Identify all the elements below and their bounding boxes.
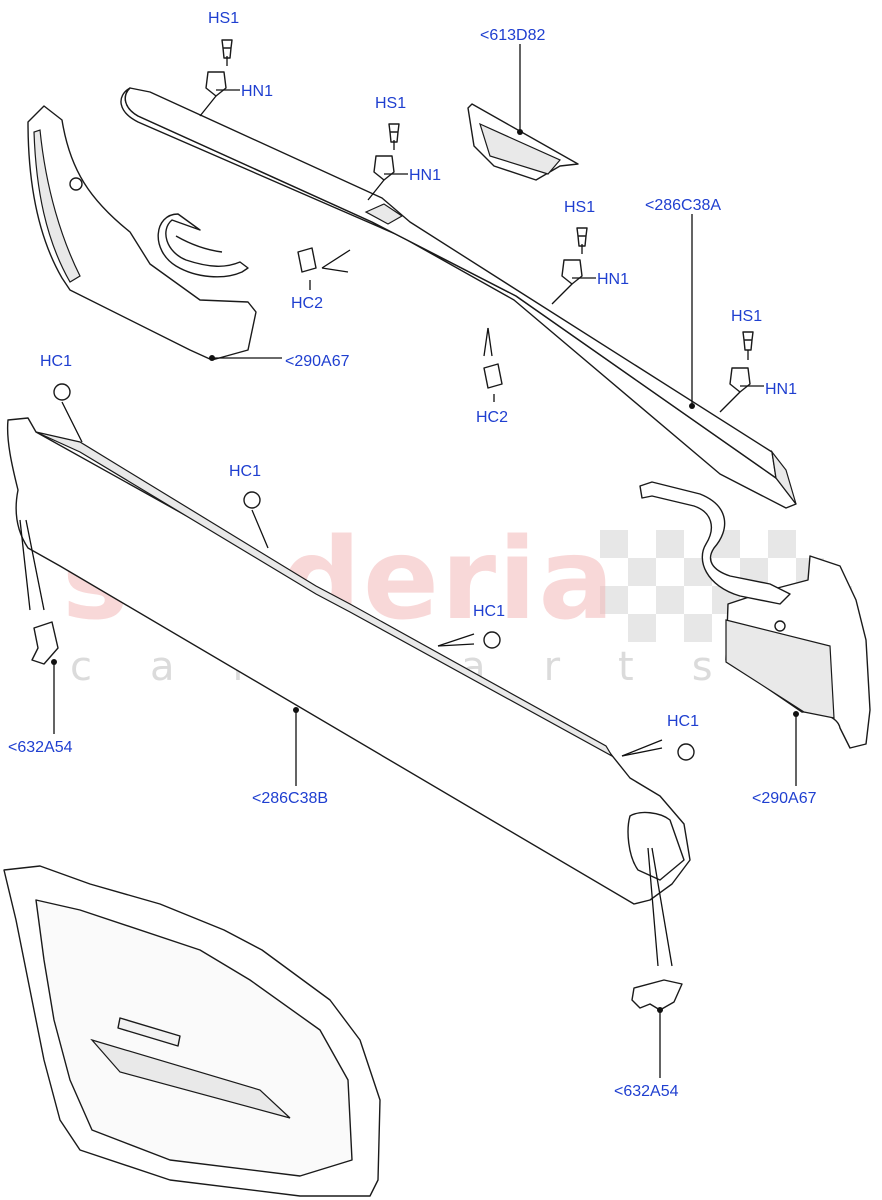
callout-hs1: HS1 [375,95,406,112]
callout-hn1: HN1 [597,271,629,288]
hs1-fastener [388,123,400,143]
leader-lines [19,44,799,1078]
callout-hc1: HC1 [473,603,505,620]
lower-shelf-panel [6,417,691,905]
hn1-fastener [373,155,395,181]
hn1-fastener [729,367,751,393]
callout-632a54: <632A54 [614,1083,679,1100]
hn1-fastener [561,259,583,285]
bracket-613d82 [467,103,579,181]
hn1-fastener [205,71,227,97]
callout-613d82: <613D82 [480,27,545,44]
callout-hc1: HC1 [229,463,261,480]
callout-hs1: HS1 [564,199,595,216]
hc1-fastener [677,743,695,761]
callout-hn1: HN1 [241,83,273,100]
upper-shelf-panel [120,87,797,509]
callout-hs1: HS1 [731,308,762,325]
callout-290a67: <290A67 [285,353,350,370]
hc1-fastener [53,383,71,401]
callout-632a54: <632A54 [8,739,73,756]
callout-hc2: HC2 [291,295,323,312]
hs1-fastener [742,331,754,351]
hc2-fastener [297,247,317,273]
callout-hc1: HC1 [40,353,72,370]
bracket-632a54 [31,621,59,665]
callout-286c38b: <286C38B [252,790,328,807]
hs1-fastener [221,39,233,59]
hs1-fastener [576,227,588,247]
callout-hn1: HN1 [409,167,441,184]
callout-hc2: HC2 [476,409,508,426]
tailgate-background [3,865,381,1197]
hc1-fastener [243,491,261,509]
bracket-632a54 [631,979,683,1011]
callout-hn1: HN1 [765,381,797,398]
hc2-fastener [483,363,503,389]
callout-hs1: HS1 [208,10,239,27]
hc1-fastener [483,631,501,649]
right-side-trim [639,481,871,749]
callout-labels: HS1 HN1 <613D82 HS1 HN1 HS1 HN1 <286C38A… [8,10,817,1100]
callout-290a67: <290A67 [752,790,817,807]
callout-hc1: HC1 [667,713,699,730]
left-side-trim [27,105,257,361]
callout-286c38a: <286C38A [645,197,721,214]
